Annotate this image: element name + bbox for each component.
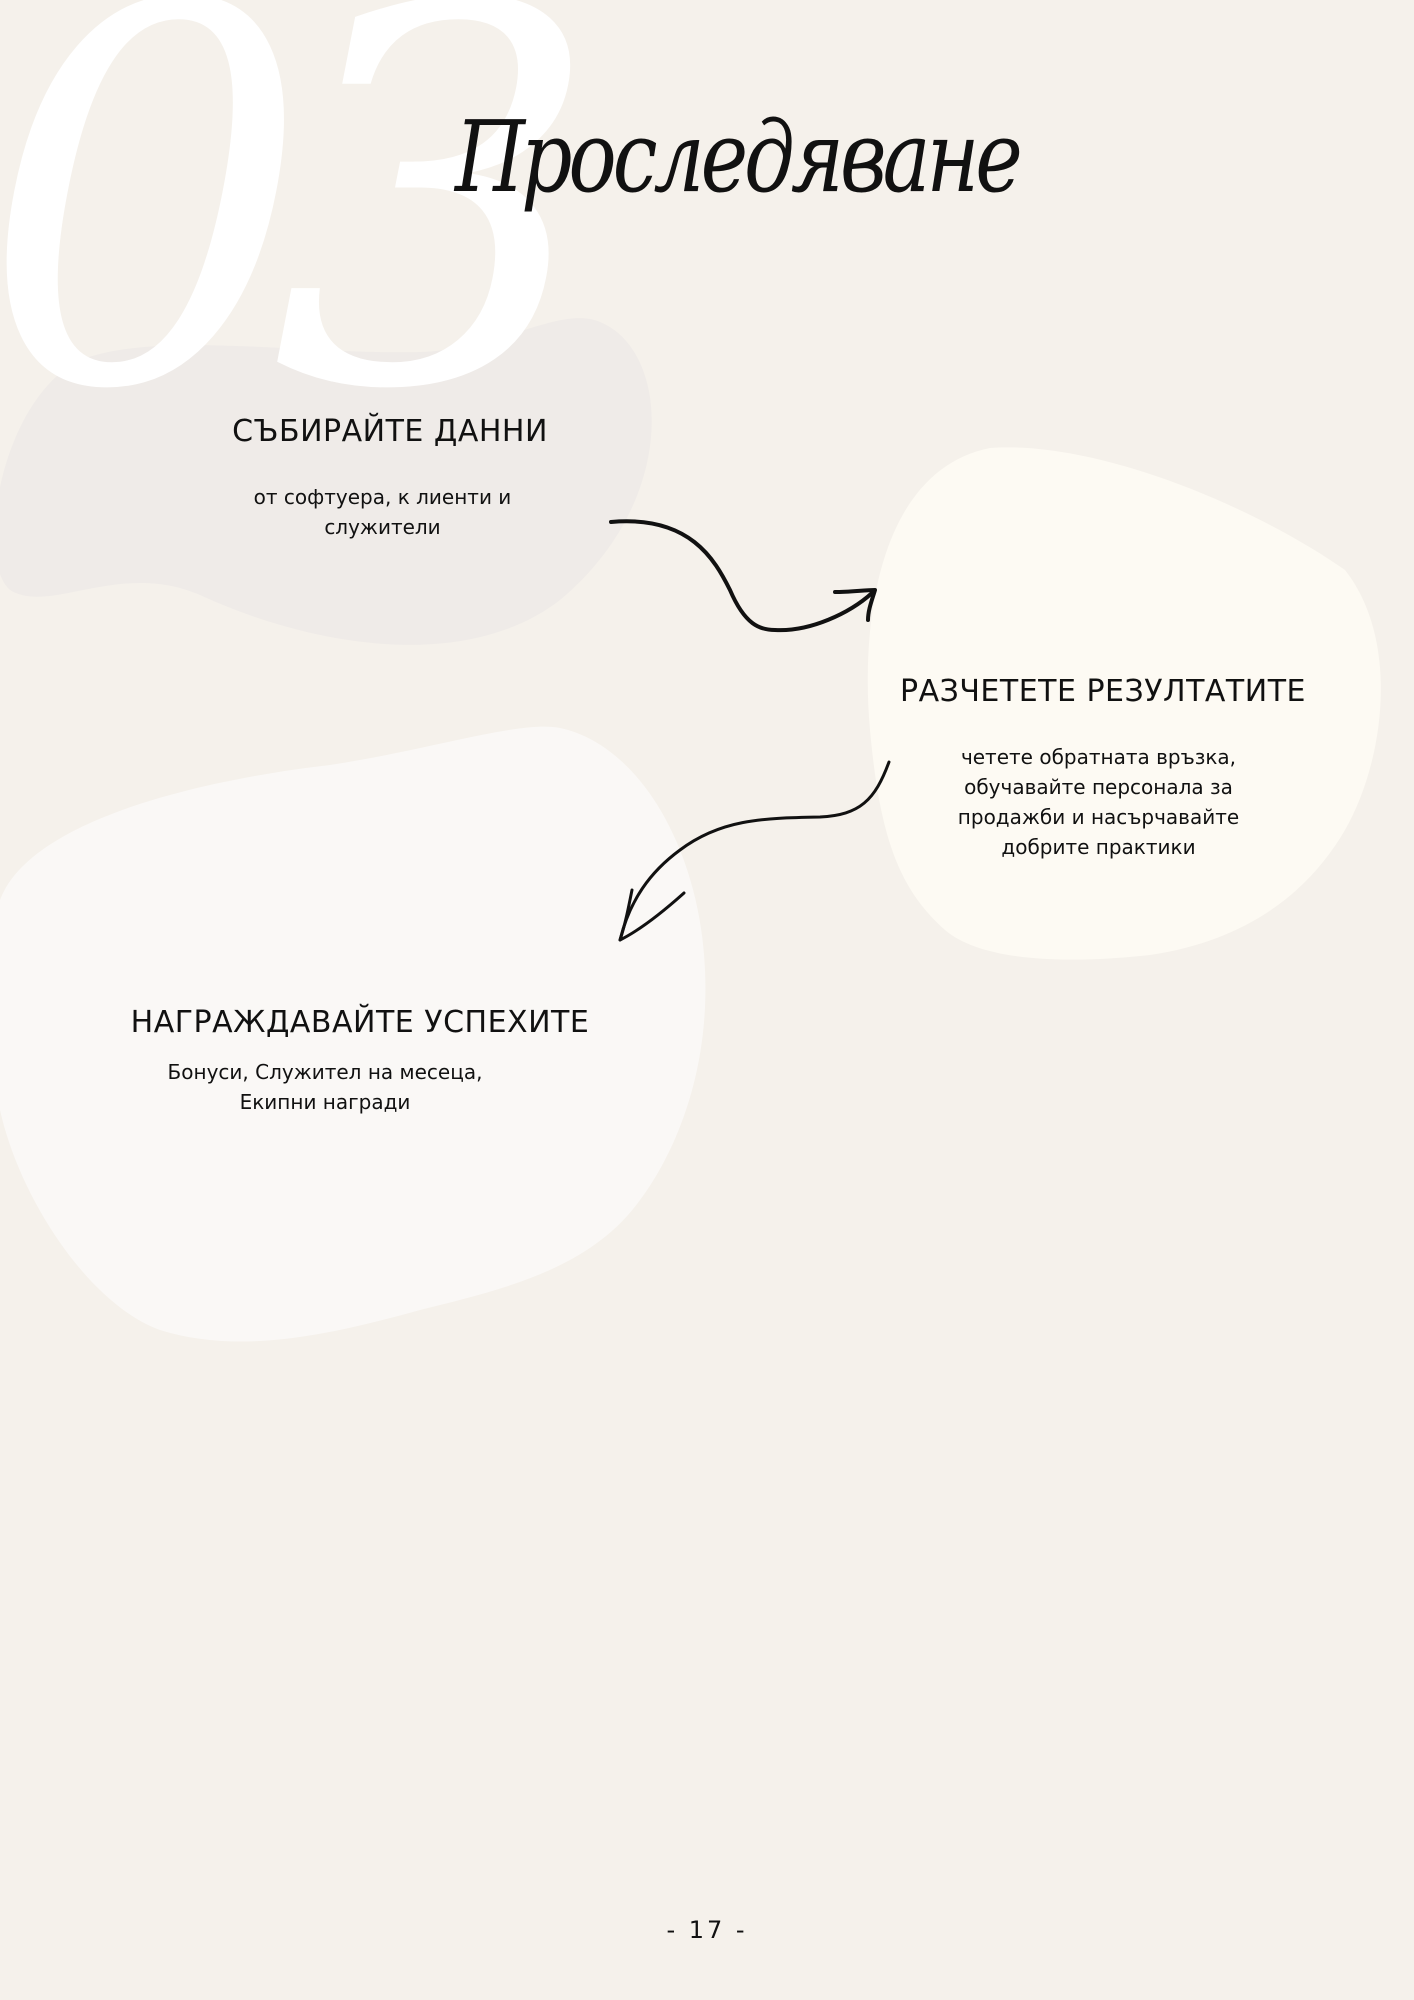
blob-collect-data: [0, 318, 652, 645]
step-text-read: четете обратната връзка, обучавайте перс…: [957, 745, 1240, 859]
section-number: 03: [0, 0, 602, 503]
page-number: - 17 -: [666, 1916, 748, 1944]
arrow-read-to-reward: [618, 760, 891, 942]
blob-read-results: [867, 447, 1381, 960]
step-heading-collect: СЪБИРАЙТЕ ДАННИ: [232, 414, 548, 449]
step-text-collect: от софтуера, к лиенти и служители: [253, 485, 512, 539]
step-text-reward: Бонуси, Служител на месеца, Екипни награ…: [167, 1060, 483, 1114]
step-heading-reward: НАГРАЖДАВАЙТЕ УСПЕХИТЕ: [130, 1005, 590, 1040]
step-heading-read: РАЗЧЕТЕТЕ РЕЗУЛТАТИТЕ: [900, 674, 1306, 709]
arrow-collect-to-read: [609, 519, 877, 633]
blob-reward-success: [0, 726, 706, 1342]
page-title: Проследяване: [455, 101, 1023, 215]
